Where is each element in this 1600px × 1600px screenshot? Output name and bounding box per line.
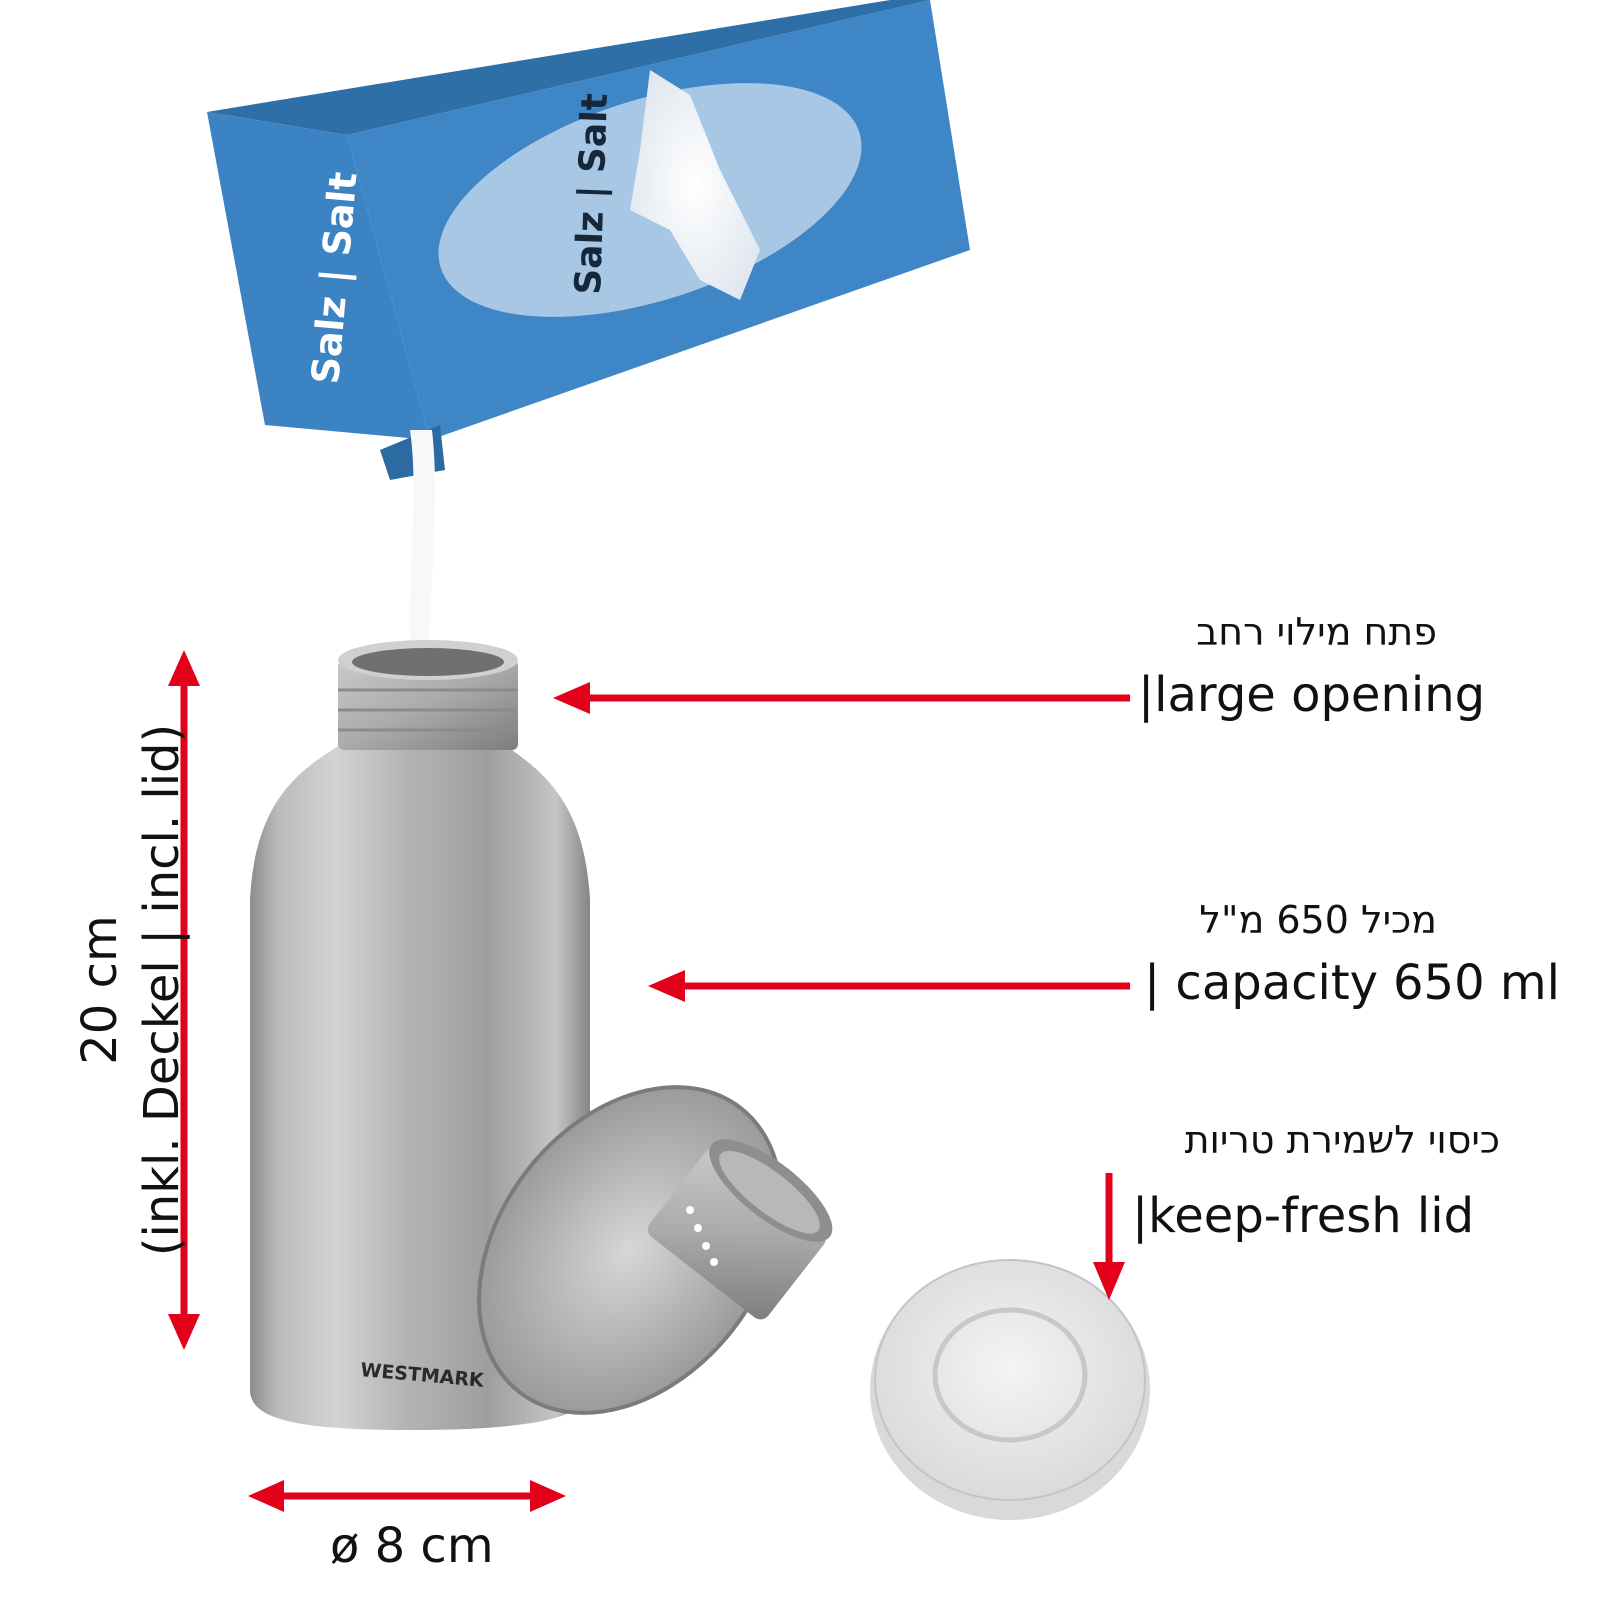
- diameter-arrow: [248, 1480, 566, 1512]
- capacity-pointer-arrow: [648, 970, 1130, 1002]
- height-dimension-label: 20 cm (inkl. Deckel | incl. lid): [69, 724, 193, 1257]
- lid-label-en: |keep-fresh lid: [1132, 1188, 1475, 1244]
- capacity-label-en-value: 650 ml: [1393, 955, 1560, 1011]
- box-front-label: Salz | Salt: [568, 93, 616, 296]
- cap-threads: [647, 1139, 833, 1320]
- salt-stream: [410, 430, 436, 670]
- shaker-cap: [477, 1085, 833, 1415]
- capacity-label-en-prefix: | capacity: [1144, 955, 1379, 1011]
- capacity-label-he: מכיל 650 מ"ל: [1199, 898, 1437, 942]
- shaker-hole: [710, 1258, 718, 1266]
- shaker-hole: [694, 1224, 702, 1232]
- lid-top: [874, 1259, 1146, 1501]
- salt-box-top: [207, 0, 930, 135]
- lid-pointer-arrow: [1093, 1173, 1125, 1300]
- keep-fresh-lid: [870, 1259, 1150, 1520]
- opening-pointer-arrow: [553, 682, 1130, 714]
- height-arrow: [168, 650, 200, 1350]
- opening-label-he: פתח מילוי רחב: [1196, 610, 1437, 654]
- salt-heap: [630, 70, 760, 300]
- lid-label-he: כיסוי לשמירת טריות: [1184, 1118, 1500, 1162]
- shaker-hole: [686, 1206, 694, 1214]
- diameter-label: ø 8 cm: [330, 1518, 494, 1574]
- cap-rim: [477, 1085, 783, 1415]
- salt-box: Salz | Salt Salz | Salt: [207, 0, 970, 480]
- bottle-opening: [352, 648, 504, 676]
- bottle-neck: [338, 660, 518, 750]
- opening-label-en: |large opening: [1138, 667, 1486, 723]
- height-note: (inkl. Deckel | incl. lid): [134, 723, 190, 1257]
- height-value: 20 cm: [72, 915, 128, 1065]
- lid-inner-ring: [932, 1307, 1088, 1443]
- salt-box-side: [207, 112, 430, 440]
- shaker-hole: [702, 1242, 710, 1250]
